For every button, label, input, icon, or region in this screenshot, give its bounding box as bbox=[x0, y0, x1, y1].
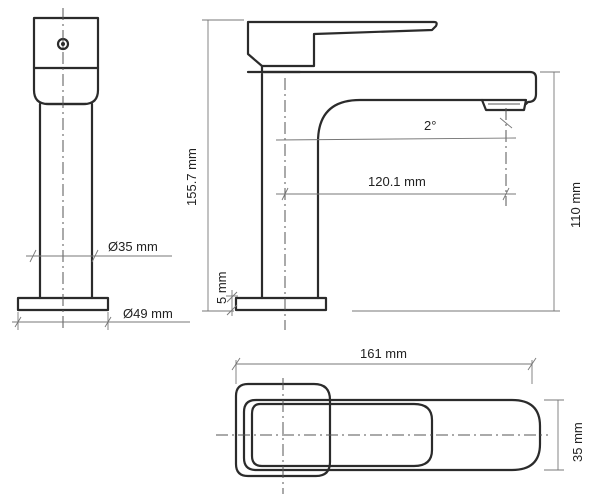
length-tick-left bbox=[231, 357, 241, 371]
dia35-tick-right bbox=[91, 249, 99, 263]
dim-reach: 120.1 mm bbox=[368, 174, 426, 189]
base-tick-bottom bbox=[226, 304, 238, 316]
dim-spout-angle: 2° bbox=[424, 118, 436, 133]
front-base-plate bbox=[234, 296, 328, 312]
angle-ref-line bbox=[275, 137, 517, 141]
dim-total-height: 155.7 mm bbox=[184, 148, 199, 206]
angle-arc bbox=[499, 117, 513, 129]
spout-top bbox=[246, 70, 538, 106]
dia49-tick-left bbox=[14, 316, 22, 328]
dim-width: 35 mm bbox=[570, 422, 585, 462]
dim-base-diameter: Ø49 mm bbox=[123, 306, 173, 321]
dim-base-height: 5 mm bbox=[214, 272, 229, 305]
dia35-tick-left bbox=[29, 249, 37, 263]
dim-spout-height: 110 mm bbox=[568, 182, 583, 228]
reach-tick-right bbox=[502, 187, 510, 201]
dim-body-diameter: Ø35 mm bbox=[108, 239, 158, 254]
side-shoulder bbox=[32, 66, 100, 106]
length-tick-right bbox=[527, 357, 537, 371]
top-base-plate bbox=[234, 382, 332, 478]
reach-tick-left bbox=[281, 187, 289, 201]
front-view: 2° 120.1 mm 155.7 mm 5 mm 110 mm bbox=[184, 19, 583, 330]
side-view: Ø35 mm Ø49 mm bbox=[12, 8, 190, 330]
top-view: 161 mm 35 mm bbox=[216, 346, 585, 494]
lever-handle bbox=[246, 20, 438, 68]
base-tick-top bbox=[226, 291, 238, 303]
dim-total-length: 161 mm bbox=[360, 346, 407, 361]
spout-underside bbox=[316, 98, 484, 300]
side-base-plate bbox=[16, 296, 110, 312]
top-spout-outline bbox=[242, 398, 542, 472]
aerator bbox=[480, 98, 528, 112]
dia49-tick-right bbox=[104, 316, 112, 328]
top-handle-recess bbox=[250, 402, 434, 468]
side-handle-block bbox=[32, 16, 100, 70]
set-screw-center bbox=[61, 42, 65, 46]
